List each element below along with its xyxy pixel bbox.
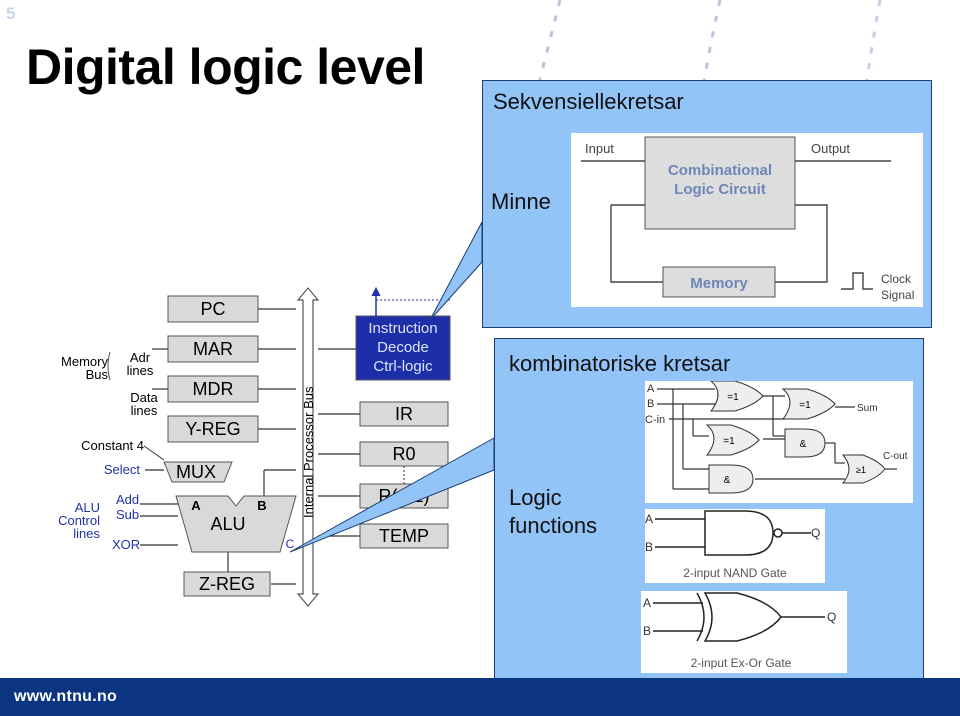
nand-input-b: B <box>645 540 653 554</box>
instruction-decode-1: Instruction <box>368 320 437 337</box>
svg-text:A: A <box>647 383 655 395</box>
callout-logic-functions-2: functions <box>509 513 598 538</box>
sequential-circuit-diagram: Input Output Combinational Logic Circuit… <box>571 133 923 307</box>
bus-label: Internal Processor Bus <box>301 386 316 518</box>
memory-block <box>662 266 776 298</box>
svg-text:Combinational: Combinational <box>668 162 772 179</box>
yreg-register <box>167 415 259 443</box>
callout-combinational: kombinatoriske kretsar Logic functions A… <box>494 338 924 692</box>
svg-text:=1: =1 <box>799 400 811 411</box>
svg-text:B: B <box>647 398 654 410</box>
mux-label: MUX <box>176 462 216 482</box>
comb-logic-block <box>644 136 796 230</box>
mar-register <box>167 335 259 363</box>
alu-input-a: A <box>191 498 201 513</box>
adr-lines-2: lines <box>127 363 154 378</box>
ir-register <box>359 401 449 427</box>
r0-label: R0 <box>392 444 415 464</box>
svg-text:&: & <box>800 439 807 450</box>
op-xor: XOR <box>112 537 140 552</box>
instruction-decode-3: Ctrl-logic <box>373 358 433 375</box>
temp-label: TEMP <box>379 526 429 546</box>
instruction-decode-block <box>355 315 451 381</box>
ir-label: IR <box>395 404 413 424</box>
zreg-label: Z-REG <box>199 574 255 594</box>
alu-carry: C <box>286 537 295 551</box>
alu-label: ALU <box>210 514 245 534</box>
op-add: Add <box>116 492 139 507</box>
alu-control-2: Control <box>58 513 100 528</box>
footer-url[interactable]: www.ntnu.no <box>14 688 118 705</box>
constant-label: Constant 4 <box>81 438 144 453</box>
alu <box>175 495 297 553</box>
gate-xor-1 <box>709 381 764 412</box>
nand-gate-diagram: A B Q 2-input NAND Gate <box>645 509 825 583</box>
zreg-register <box>183 571 271 597</box>
alu-control-3: lines <box>73 526 100 541</box>
callout-combinational-title: kombinatoriske kretsar <box>509 351 731 376</box>
mux <box>163 461 233 483</box>
callout-sequential-label: Minne <box>491 189 551 214</box>
svg-text:Logic Circuit: Logic Circuit <box>674 181 766 198</box>
adr-lines-1: Adr <box>130 350 151 365</box>
xor-input-b: B <box>643 624 651 638</box>
svg-text:Sum: Sum <box>857 403 878 414</box>
nand-caption: 2-input NAND Gate <box>683 566 787 580</box>
op-sub: Sub <box>116 507 139 522</box>
pc-label: PC <box>200 299 225 319</box>
footer-bar <box>0 678 960 716</box>
xor-input-a: A <box>643 596 651 610</box>
svg-text:=1: =1 <box>727 392 739 403</box>
svg-text:C-in: C-in <box>645 414 665 426</box>
svg-text:≥1: ≥1 <box>856 465 866 475</box>
svg-text:C-out: C-out <box>883 451 908 462</box>
svg-text:&: & <box>724 475 731 486</box>
slide-title: Digital logic level <box>26 39 425 95</box>
xor-output: Q <box>827 610 836 624</box>
svg-text:=1: =1 <box>723 436 735 447</box>
seq-memory-label: Memory <box>690 275 748 292</box>
callout-sequential-title: Sekvensiellekretsar <box>493 89 684 114</box>
alu-input-b: B <box>257 498 266 513</box>
mdr-label: MDR <box>193 379 234 399</box>
nand-output: Q <box>811 526 820 540</box>
gate-xor-3 <box>705 424 760 456</box>
seq-input-label: Input <box>585 141 614 156</box>
yreg-label: Y-REG <box>185 419 240 439</box>
seq-output-label: Output <box>811 141 850 156</box>
data-lines-1: Data <box>130 390 158 405</box>
xor-caption: 2-input Ex-Or Gate <box>691 656 792 670</box>
data-lines-2: lines <box>131 403 158 418</box>
select-label: Select <box>104 462 141 477</box>
gate-and-2 <box>708 464 754 494</box>
slide-number: 5 <box>6 4 16 23</box>
nand-input-a: A <box>645 512 653 526</box>
seq-clock-2: Signal <box>881 288 914 302</box>
gate-xor-2 <box>781 388 836 420</box>
internal-bus-arrow <box>296 287 320 607</box>
seq-clock-1: Clock <box>881 272 912 286</box>
memory-bus-label-1: Memory <box>61 354 108 369</box>
memory-bus-label-2: Bus <box>86 367 109 382</box>
pc-register <box>167 295 259 323</box>
callout-sequential: Sekvensiellekretsar Minne Input Output C… <box>482 80 932 328</box>
instruction-decode-2: Decode <box>377 339 429 356</box>
full-adder-diagram: A B C-in =1 =1 Sum =1 & & ≥1 C-out <box>645 381 913 503</box>
gate-or <box>841 454 886 484</box>
mar-label: MAR <box>193 339 233 359</box>
callout-logic-functions-1: Logic <box>509 485 562 510</box>
alu-control-1: ALU <box>75 500 100 515</box>
xor-gate-diagram: A B Q 2-input Ex-Or Gate <box>641 591 847 673</box>
gate-and-1 <box>784 428 826 458</box>
